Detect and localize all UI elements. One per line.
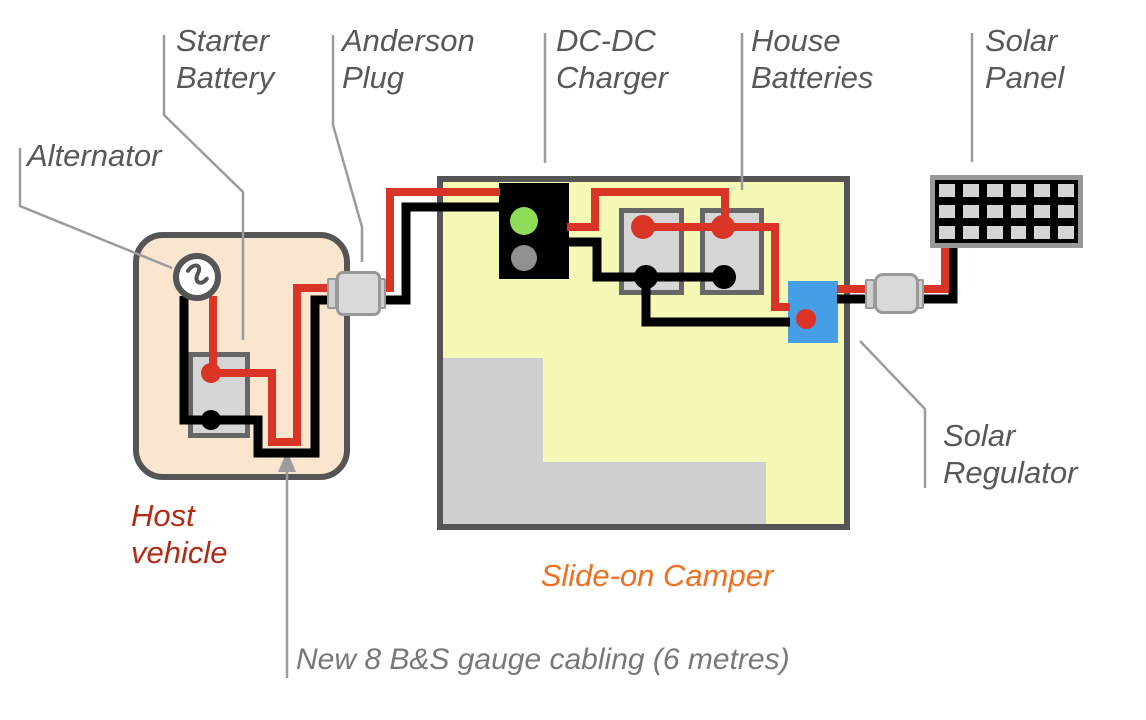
solar-cell: [1030, 222, 1055, 243]
cabling-note-label: New 8 B&S gauge cabling (6 metres): [296, 643, 790, 676]
solar-cell: [1030, 201, 1055, 222]
solar-cell: [1006, 180, 1031, 201]
solar-cell: [1006, 201, 1031, 222]
anderson-plug-label: Anderson Plug: [342, 23, 475, 96]
alternator-label: Alternator: [27, 138, 162, 173]
solar-cell: [958, 180, 983, 201]
solar-cell: [1054, 201, 1078, 222]
solar-cell: [935, 222, 959, 243]
solar-cell: [982, 180, 1007, 201]
anderson-plug-icon: [336, 271, 381, 316]
solar-cell: [982, 222, 1007, 243]
slide-on-camper-label: Slide-on Camper: [540, 558, 774, 593]
charger-green-light-icon: [510, 207, 538, 235]
solar-cell: [935, 180, 959, 201]
house-battery-1-icon: [619, 208, 684, 295]
solar-cell-grid: [935, 180, 1078, 243]
solar-panel-icon: [930, 175, 1083, 248]
solar-regulator-label: Solar Regulator: [943, 418, 1078, 491]
house-batteries-label: House Batteries: [751, 23, 874, 96]
alternator-icon: [173, 253, 221, 301]
host-vehicle-label: Host vehicle: [131, 498, 228, 571]
solar-cell: [982, 201, 1007, 222]
camper-floor-silhouette: [443, 358, 543, 462]
ac-squiggle-icon: [186, 263, 209, 285]
charger-gray-light-icon: [511, 245, 537, 271]
solar-cell: [958, 222, 983, 243]
solar-regulator-leader-line: [859, 340, 927, 488]
camper-floor-silhouette: [443, 462, 766, 524]
solar-cell: [1054, 180, 1078, 201]
starter-battery-icon: [188, 352, 250, 438]
solar-regulator-icon: [788, 281, 838, 343]
solar-panel-label: Solar Panel: [985, 23, 1065, 96]
solar-cell: [935, 201, 959, 222]
dcdc-charger-label: DC-DC Charger: [556, 23, 668, 96]
solar-connector-icon: [874, 273, 919, 314]
solar-cell: [1006, 222, 1031, 243]
solar-cell: [1054, 222, 1078, 243]
house-battery-2-icon: [700, 208, 764, 295]
solar-cell: [1030, 180, 1055, 201]
starter-battery-label: Starter Battery: [176, 23, 275, 96]
dcdc-charger-icon: [499, 183, 569, 279]
solar-cell: [958, 201, 983, 222]
